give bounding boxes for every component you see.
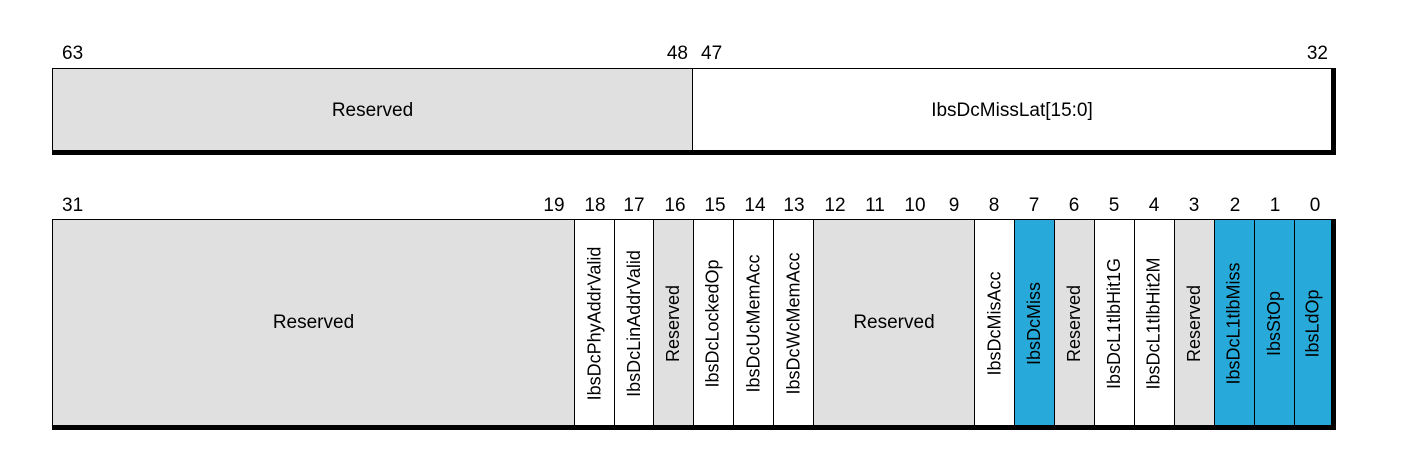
field-reserved-12-9: Reserved — [813, 219, 974, 426]
field-ibs-dc-lin-addr-valid: IbsDcLinAddrValid — [614, 219, 653, 426]
bit-label-48: 48 — [666, 43, 688, 64]
field-ibs-dc-miss-lat: IbsDcMissLat[15:0] — [692, 68, 1332, 152]
field-label: Reserved — [1064, 284, 1085, 362]
bit-label-12: 12 — [824, 195, 846, 216]
bit-label-10: 10 — [904, 195, 926, 216]
field-label: IbsStOp — [1264, 290, 1284, 356]
field-label: IbsDcL1tlbHit1G — [1104, 257, 1124, 389]
bit-label-2: 2 — [1229, 195, 1241, 216]
register-right-border — [1331, 68, 1336, 155]
field-ibs-dc-phy-addr-valid: IbsDcPhyAddrValid — [574, 219, 614, 426]
bit-label-3: 3 — [1188, 195, 1200, 216]
field-label: Reserved — [272, 312, 355, 333]
field-label: IbsDcMiss — [1024, 281, 1045, 365]
bit-label-8: 8 — [988, 195, 1000, 216]
field-ibs-dc-l1tlb-hit-2m: IbsDcL1tlbHit2M — [1134, 219, 1174, 426]
bit-label-13: 13 — [783, 195, 805, 216]
field-reserved-63-48: Reserved — [52, 68, 692, 152]
register-bottom-border — [52, 425, 1336, 430]
bit-label-16: 16 — [664, 195, 686, 216]
field-label: IbsDcL1tlbMiss — [1224, 261, 1245, 385]
field-ibs-dc-l1tlb-hit-1g: IbsDcL1tlbHit1G — [1094, 219, 1134, 426]
field-ibs-dc-l1tlb-miss: IbsDcL1tlbMiss — [1214, 219, 1254, 426]
bit-label-15: 15 — [704, 195, 726, 216]
bit-label-1: 1 — [1269, 195, 1281, 216]
field-label: IbsLdOp — [1302, 288, 1323, 358]
field-ibs-dc-wc-mem-acc: IbsDcWcMemAcc — [773, 219, 813, 426]
field-ibs-dc-miss: IbsDcMiss — [1014, 219, 1054, 426]
bit-label-11: 11 — [865, 195, 885, 216]
register-bottom-border — [52, 150, 1336, 155]
field-label: IbsDcMisAcc — [984, 270, 1005, 376]
field-label: IbsDcLinAddrValid — [623, 249, 644, 397]
field-ibs-dc-uc-mem-acc: IbsDcUcMemAcc — [733, 219, 773, 426]
bit-label-18: 18 — [584, 195, 606, 216]
bit-label-63: 63 — [62, 43, 84, 64]
field-label: Reserved — [663, 284, 684, 362]
field-reserved-6: Reserved — [1054, 219, 1094, 426]
bit-label-47: 47 — [701, 43, 723, 64]
bit-label-14: 14 — [744, 195, 766, 216]
bit-label-5: 5 — [1108, 195, 1120, 216]
field-reserved-16: Reserved — [653, 219, 693, 426]
register-right-border — [1331, 219, 1336, 430]
field-label: IbsDcMissLat[15:0] — [931, 99, 1093, 121]
field-ibs-dc-locked-op: IbsDcLockedOp — [693, 219, 733, 426]
bit-label-7: 7 — [1028, 195, 1040, 216]
field-ibs-ld-op: IbsLdOp — [1294, 219, 1332, 426]
field-label: Reserved — [1184, 284, 1205, 362]
bit-label-17: 17 — [623, 195, 645, 216]
bit-label-4: 4 — [1148, 195, 1160, 216]
field-label: Reserved — [853, 312, 935, 333]
field-reserved-3: Reserved — [1174, 219, 1214, 426]
field-label: IbsDcUcMemAcc — [743, 253, 764, 393]
bit-label-19: 19 — [543, 195, 565, 216]
field-reserved-31-19: Reserved — [52, 219, 574, 426]
bit-label-0: 0 — [1309, 195, 1321, 216]
bit-label-31: 31 — [62, 195, 84, 216]
field-label: IbsDcWcMemAcc — [783, 251, 804, 395]
field-label: IbsDcL1tlbHit2M — [1144, 256, 1165, 390]
bit-label-6: 6 — [1068, 195, 1080, 216]
bit-label-32: 32 — [1306, 43, 1328, 64]
field-label: IbsDcLockedOp — [703, 258, 724, 388]
field-label: IbsDcPhyAddrValid — [584, 246, 604, 400]
bit-label-9: 9 — [948, 195, 960, 216]
field-ibs-st-op: IbsStOp — [1254, 219, 1294, 426]
field-label: Reserved — [331, 99, 414, 121]
field-ibs-dc-mis-acc: IbsDcMisAcc — [974, 219, 1014, 426]
